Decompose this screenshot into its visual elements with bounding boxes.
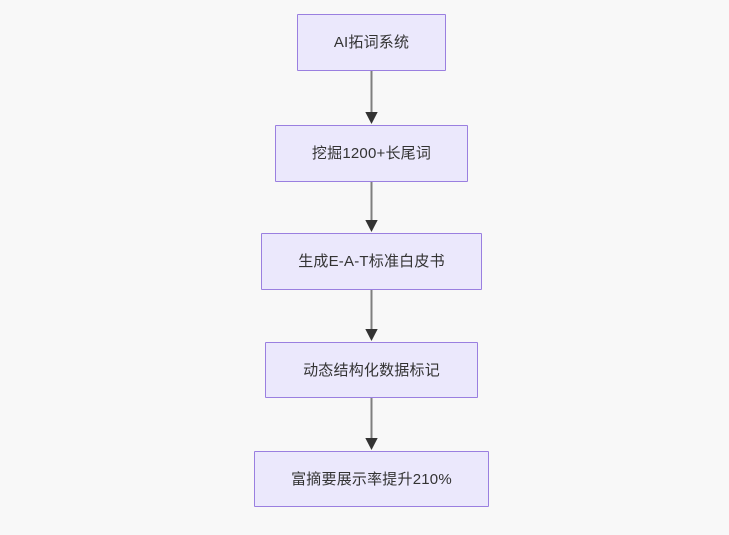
flow-node-ai-keyword-system[interactable]: AI拓词系统 — [297, 14, 446, 71]
flow-node-label: 生成E-A-T标准白皮书 — [298, 253, 445, 270]
edge-n4-n5 — [365, 398, 378, 450]
arrow-down-icon — [365, 112, 378, 124]
edge-n1-n2 — [365, 71, 378, 124]
flow-node-dynamic-structured-data-markup[interactable]: 动态结构化数据标记 — [265, 342, 478, 398]
arrow-down-icon — [365, 438, 378, 450]
flow-node-label: 动态结构化数据标记 — [303, 361, 440, 379]
edge-n3-n4 — [365, 290, 378, 341]
arrow-down-icon — [365, 220, 378, 232]
flow-node-label: AI拓词系统 — [333, 34, 410, 51]
flow-node-rich-snippet-rate-increase[interactable]: 富摘要展示率提升210% — [254, 451, 489, 507]
edge-n2-n3 — [365, 182, 378, 232]
flow-node-label: 富摘要展示率提升210% — [291, 470, 452, 488]
arrow-down-icon — [365, 329, 378, 341]
flow-node-generate-eat-whitepaper[interactable]: 生成E-A-T标准白皮书 — [261, 233, 482, 290]
flow-node-label: 挖掘1200+长尾词 — [311, 145, 432, 162]
flow-node-mine-longtail-keywords[interactable]: 挖掘1200+长尾词 — [275, 125, 468, 182]
